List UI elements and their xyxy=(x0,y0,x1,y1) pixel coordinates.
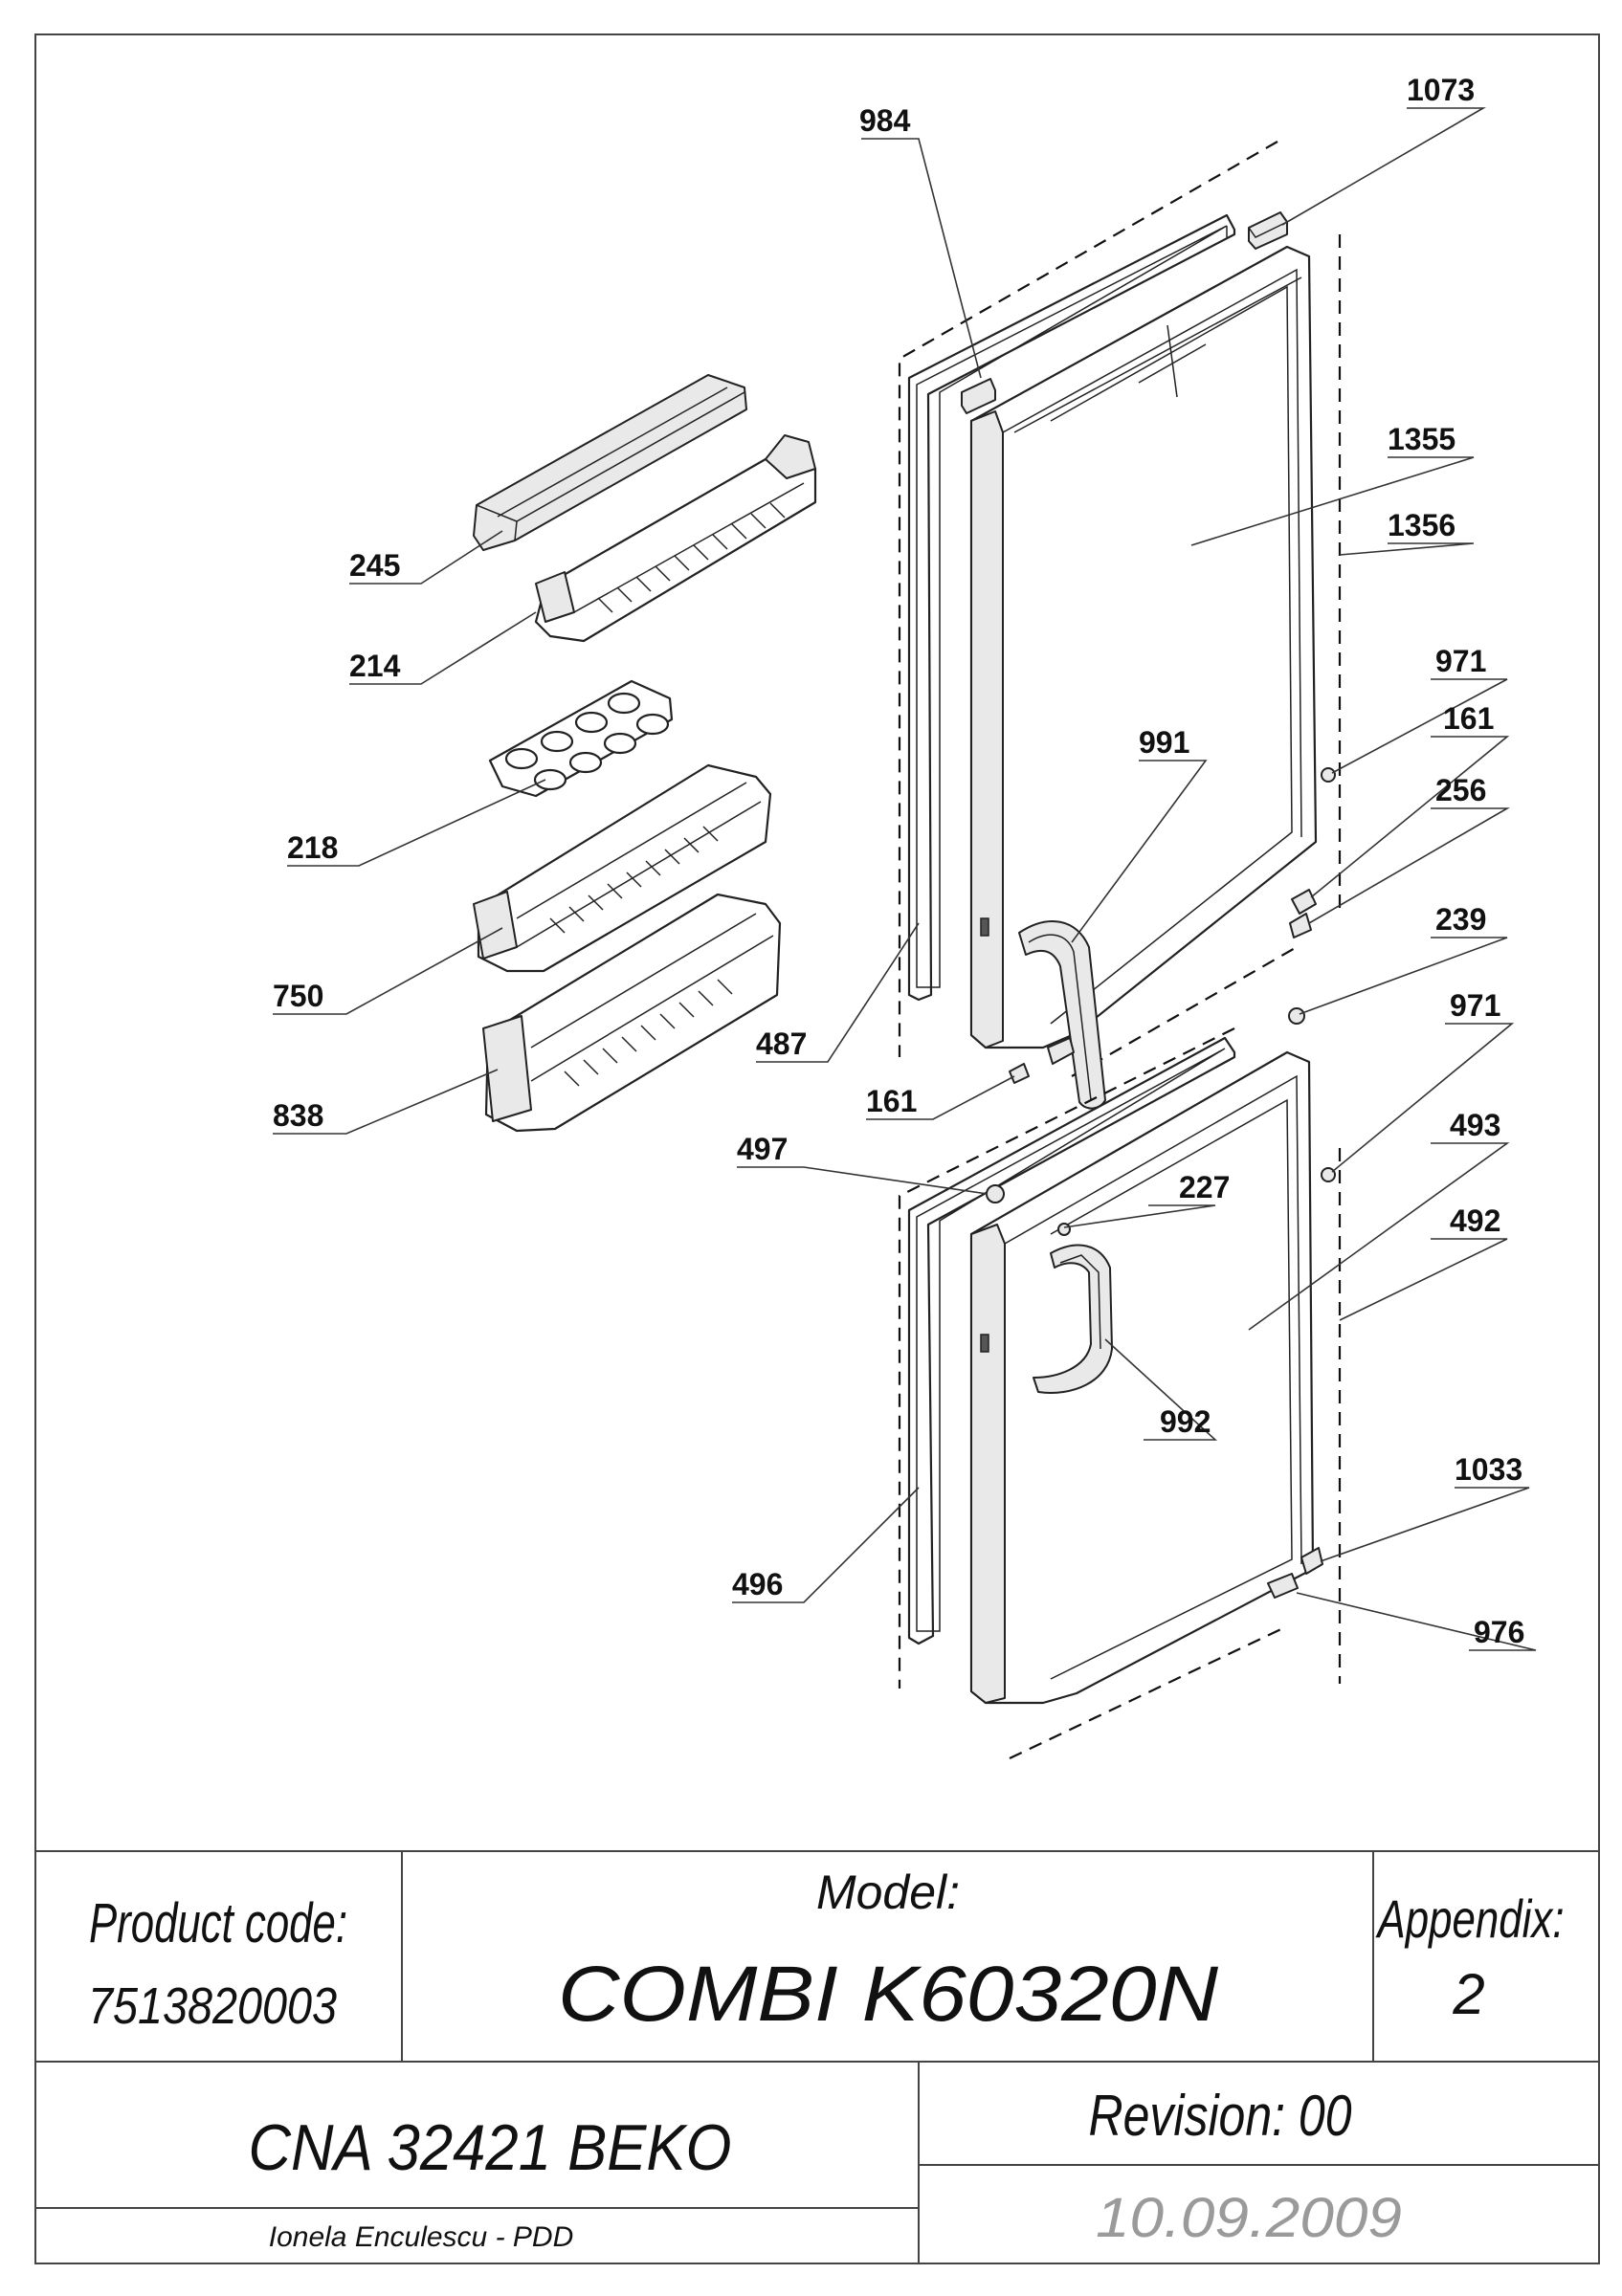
shelf-cover-part xyxy=(473,374,747,551)
callout-1356: 1356 xyxy=(1388,508,1455,542)
revision-date: 10.09.2009 xyxy=(1096,2187,1402,2249)
callout-838: 838 xyxy=(273,1098,323,1133)
callout-labels: 984 1073 1355 1356 245 214 971 161 991 2… xyxy=(273,73,1524,1649)
screw-part-lower xyxy=(1321,1167,1336,1182)
lower-pin-part xyxy=(1009,1063,1030,1084)
upper-shelf-part xyxy=(534,434,817,643)
callout-497: 497 xyxy=(737,1132,788,1166)
title-block: Product code: 7513820003 Model: COMBI K6… xyxy=(35,1850,1599,2263)
callout-245: 245 xyxy=(349,548,400,583)
hinge-bracket-part xyxy=(1291,889,1317,915)
product-code-label: Product code: xyxy=(89,1892,347,1954)
product-code-value: 7513820003 xyxy=(88,1977,337,2035)
gasket-clip-part xyxy=(961,378,996,414)
appendix-value: 2 xyxy=(1452,1962,1484,2026)
callout-161-lower: 161 xyxy=(866,1084,917,1118)
callout-1033: 1033 xyxy=(1455,1452,1522,1487)
cap-part xyxy=(986,1184,1005,1203)
callout-991: 991 xyxy=(1139,725,1189,760)
hinge-pin-part xyxy=(1289,913,1312,938)
lower-bottle-shelf-part xyxy=(482,893,782,1133)
callout-976: 976 xyxy=(1474,1615,1524,1649)
lower-hinge-part xyxy=(1300,1547,1323,1575)
callout-256: 256 xyxy=(1435,773,1486,807)
drawing-frame xyxy=(34,33,1600,2264)
callout-496: 496 xyxy=(732,1567,783,1601)
lower-handle-part xyxy=(1033,1244,1113,1394)
lower-door-assembly xyxy=(898,1027,1342,1759)
product-name: CNA 32421 BEKO xyxy=(249,2111,732,2184)
callout-493: 493 xyxy=(1450,1108,1500,1142)
callout-492: 492 xyxy=(1450,1203,1500,1238)
callout-1355: 1355 xyxy=(1388,422,1455,456)
callout-161-upper: 161 xyxy=(1443,701,1494,736)
bottle-shelf-part xyxy=(473,763,772,973)
appendix-label: Appendix: xyxy=(1375,1888,1564,1949)
callout-487: 487 xyxy=(756,1027,807,1061)
leader-lines xyxy=(273,107,1537,1651)
bolt-part xyxy=(1288,1007,1305,1025)
bottom-hinge-part xyxy=(1267,1573,1299,1599)
shelf-parts xyxy=(473,374,817,1133)
callout-227: 227 xyxy=(1179,1170,1230,1204)
callout-218: 218 xyxy=(287,830,338,865)
plug-part xyxy=(1057,1223,1071,1236)
callout-971-upper: 971 xyxy=(1435,644,1486,678)
hinge-cap-part xyxy=(1248,211,1288,250)
screw-part xyxy=(1321,767,1336,783)
model-value: COMBI K60320N xyxy=(558,1951,1219,2038)
upper-door-assembly xyxy=(898,141,1342,1110)
lower-door-panel xyxy=(969,1050,1315,1705)
egg-tray-part xyxy=(488,679,674,798)
callout-984: 984 xyxy=(859,103,911,138)
callout-214: 214 xyxy=(349,649,401,683)
callout-750: 750 xyxy=(273,979,323,1013)
callout-992: 992 xyxy=(1160,1404,1211,1439)
revision-value: Revision: 00 xyxy=(1089,2084,1352,2148)
callout-1073: 1073 xyxy=(1407,73,1475,107)
callout-971-lower: 971 xyxy=(1450,988,1500,1023)
upper-door-panel xyxy=(969,245,1318,1049)
author-name: Ionela Enculescu - PDD xyxy=(269,2221,574,2253)
model-label: Model: xyxy=(816,1866,960,1919)
callout-239: 239 xyxy=(1435,902,1486,937)
upper-door-gasket xyxy=(907,213,1236,1002)
